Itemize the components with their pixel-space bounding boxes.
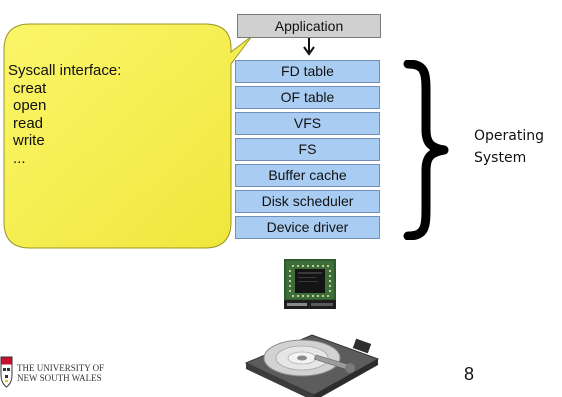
- logo-text-line2: NEW SOUTH WALES: [17, 373, 102, 383]
- syscall-item: read: [13, 114, 44, 132]
- syscall-item: write: [13, 132, 45, 149]
- slide-title-fragment: [0, 0, 562, 10]
- slide-number: 8: [464, 364, 475, 384]
- logo-text-line1: THE UNIVERSITY OF: [17, 363, 105, 373]
- university-logo: THE UNIVERSITY OF NEW SOUTH WALES: [0, 355, 110, 389]
- layer-buffer-cache: Buffer cache: [235, 164, 380, 187]
- down-arrow-icon: [303, 38, 315, 56]
- application-box: Application: [237, 14, 381, 38]
- right-curly-brace-icon: [403, 60, 449, 240]
- operating-system-label: Operating System: [474, 125, 544, 169]
- syscall-item: ...: [13, 149, 26, 167]
- syscall-interface-text: Syscall interface: creat open read write…: [8, 62, 208, 167]
- layer-vfs: VFS: [235, 112, 380, 135]
- os-label-line1: Operating: [474, 128, 544, 144]
- layer-device-driver: Device driver: [235, 216, 380, 239]
- os-label-line2: System: [474, 150, 527, 166]
- layer-disk-scheduler: Disk scheduler: [235, 190, 380, 213]
- layer-of-table: OF table: [235, 86, 380, 109]
- syscall-item: open: [13, 97, 47, 114]
- hard-disk-icon: [244, 334, 380, 397]
- controller-chip-icon: [284, 259, 336, 309]
- university-crest-icon: [0, 356, 13, 388]
- layer-fs: FS: [235, 138, 380, 161]
- syscall-item: creat: [13, 79, 47, 97]
- layer-fd-table: FD table: [235, 60, 380, 83]
- syscall-heading: Syscall interface:: [8, 62, 122, 79]
